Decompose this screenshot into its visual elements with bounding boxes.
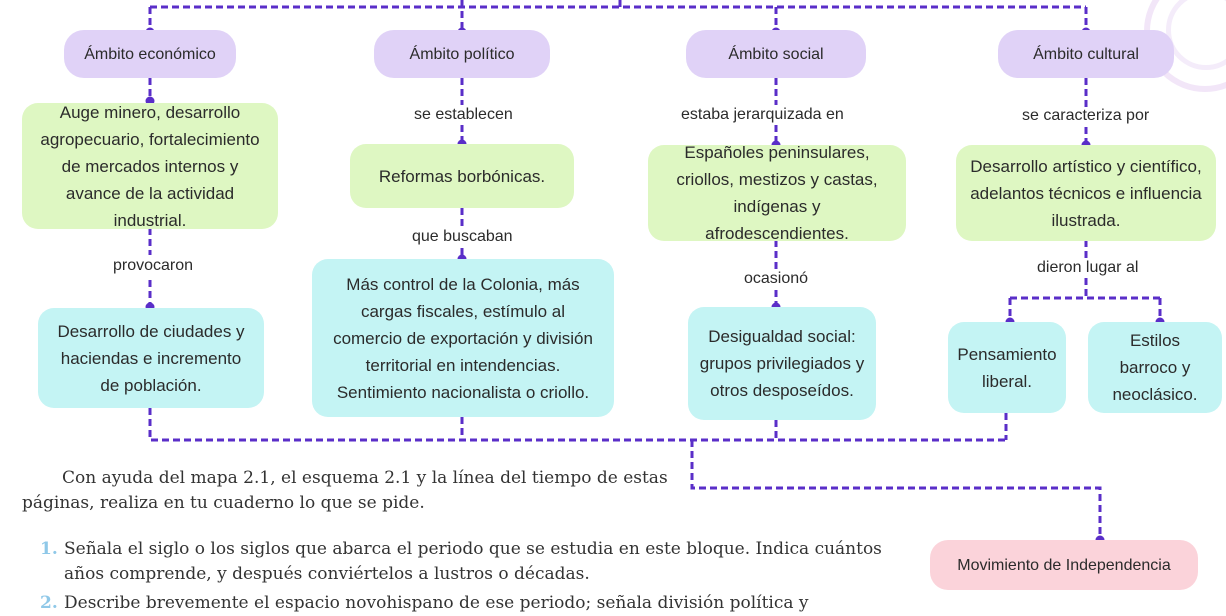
ambito-social-box: Ámbito social [686,30,866,78]
intro-paragraph: Con ayuda del mapa 2.1, el esquema 2.1 y… [22,468,668,513]
ambito-cultural-title: Ámbito cultural [1033,45,1139,63]
question-2-number: 2. [40,593,58,613]
social-detail-box: Españoles peninsulares, criollos, mestiz… [648,143,906,243]
question-1-text: Señala el siglo o los siglos que abarca … [64,539,882,584]
independencia-box: Movimiento de Independencia [930,540,1198,590]
connector-estaba-jerarquizada: estaba jerarquizada en [678,106,847,124]
economico-detail-text: Auge minero, desarrollo agropecuario, fo… [40,102,260,230]
bottom-bus-line [148,408,1102,540]
politico-detail-box: Reformas borbónicas. [350,144,574,208]
top-drops [148,0,1088,30]
politico-detail-text: Reformas borbónicas. [378,166,546,186]
ambito-politico-box: Ámbito político [374,30,550,78]
ambito-social-title: Ámbito social [728,45,824,63]
ambito-economico-box: Ámbito económico [64,30,236,78]
economico-result-box: Desarrollo de ciudades y haciendas e inc… [38,308,264,408]
question-1-number: 1. [40,539,58,559]
corner-decoration-inner [1166,0,1226,70]
ambito-politico-title: Ámbito político [409,45,515,63]
cultural-result-b-box: Estilos barroco y neoclásico. [1088,322,1222,413]
connector-ocasiono: ocasionó [741,270,812,288]
question-1: 1. Señala el siglo o los siglos que abar… [40,537,914,587]
social-result-box: Desigualdad social: grupos privilegiados… [688,307,876,420]
connector-se-establecen: se establecen [411,106,516,124]
social-detail-text: Españoles peninsulares, criollos, mestiz… [676,143,878,243]
cultural-detail-box: Desarrollo artístico y científico, adela… [956,145,1216,241]
ambito-economico-title: Ámbito económico [84,45,216,63]
ambito-cultural-box: Ámbito cultural [998,30,1174,78]
cultural-result-a-text: Pensamiento liberal. [957,344,1057,391]
question-2: 2. Describe brevemente el espacio novohi… [40,591,914,616]
politico-result-box: Más control de la Colonia, más cargas fi… [312,259,614,417]
connector-que-buscaban: que buscaban [409,228,516,246]
question-2-text: Describe brevemente el espacio novohispa… [64,593,809,613]
politico-result-text: Más control de la Colonia, más cargas fi… [333,274,593,402]
economico-detail-box: Auge minero, desarrollo agropecuario, fo… [22,103,278,230]
economico-result-text: Desarrollo de ciudades y haciendas e inc… [57,321,245,395]
cultural-line [1008,78,1162,322]
cultural-result-b-text: Estilos barroco y neoclásico. [1112,331,1198,404]
social-result-text: Desigualdad social: grupos privilegiados… [699,327,865,400]
independencia-text: Movimiento de Independencia [957,556,1171,574]
cultural-result-a-box: Pensamiento liberal. [948,322,1066,413]
connector-provocaron: provocaron [110,257,197,275]
connector-dieron-lugar: dieron lugar al [1034,259,1142,277]
connector-se-caracteriza: se caracteriza por [1019,107,1153,125]
cultural-detail-text: Desarrollo artístico y científico, adela… [970,156,1202,230]
